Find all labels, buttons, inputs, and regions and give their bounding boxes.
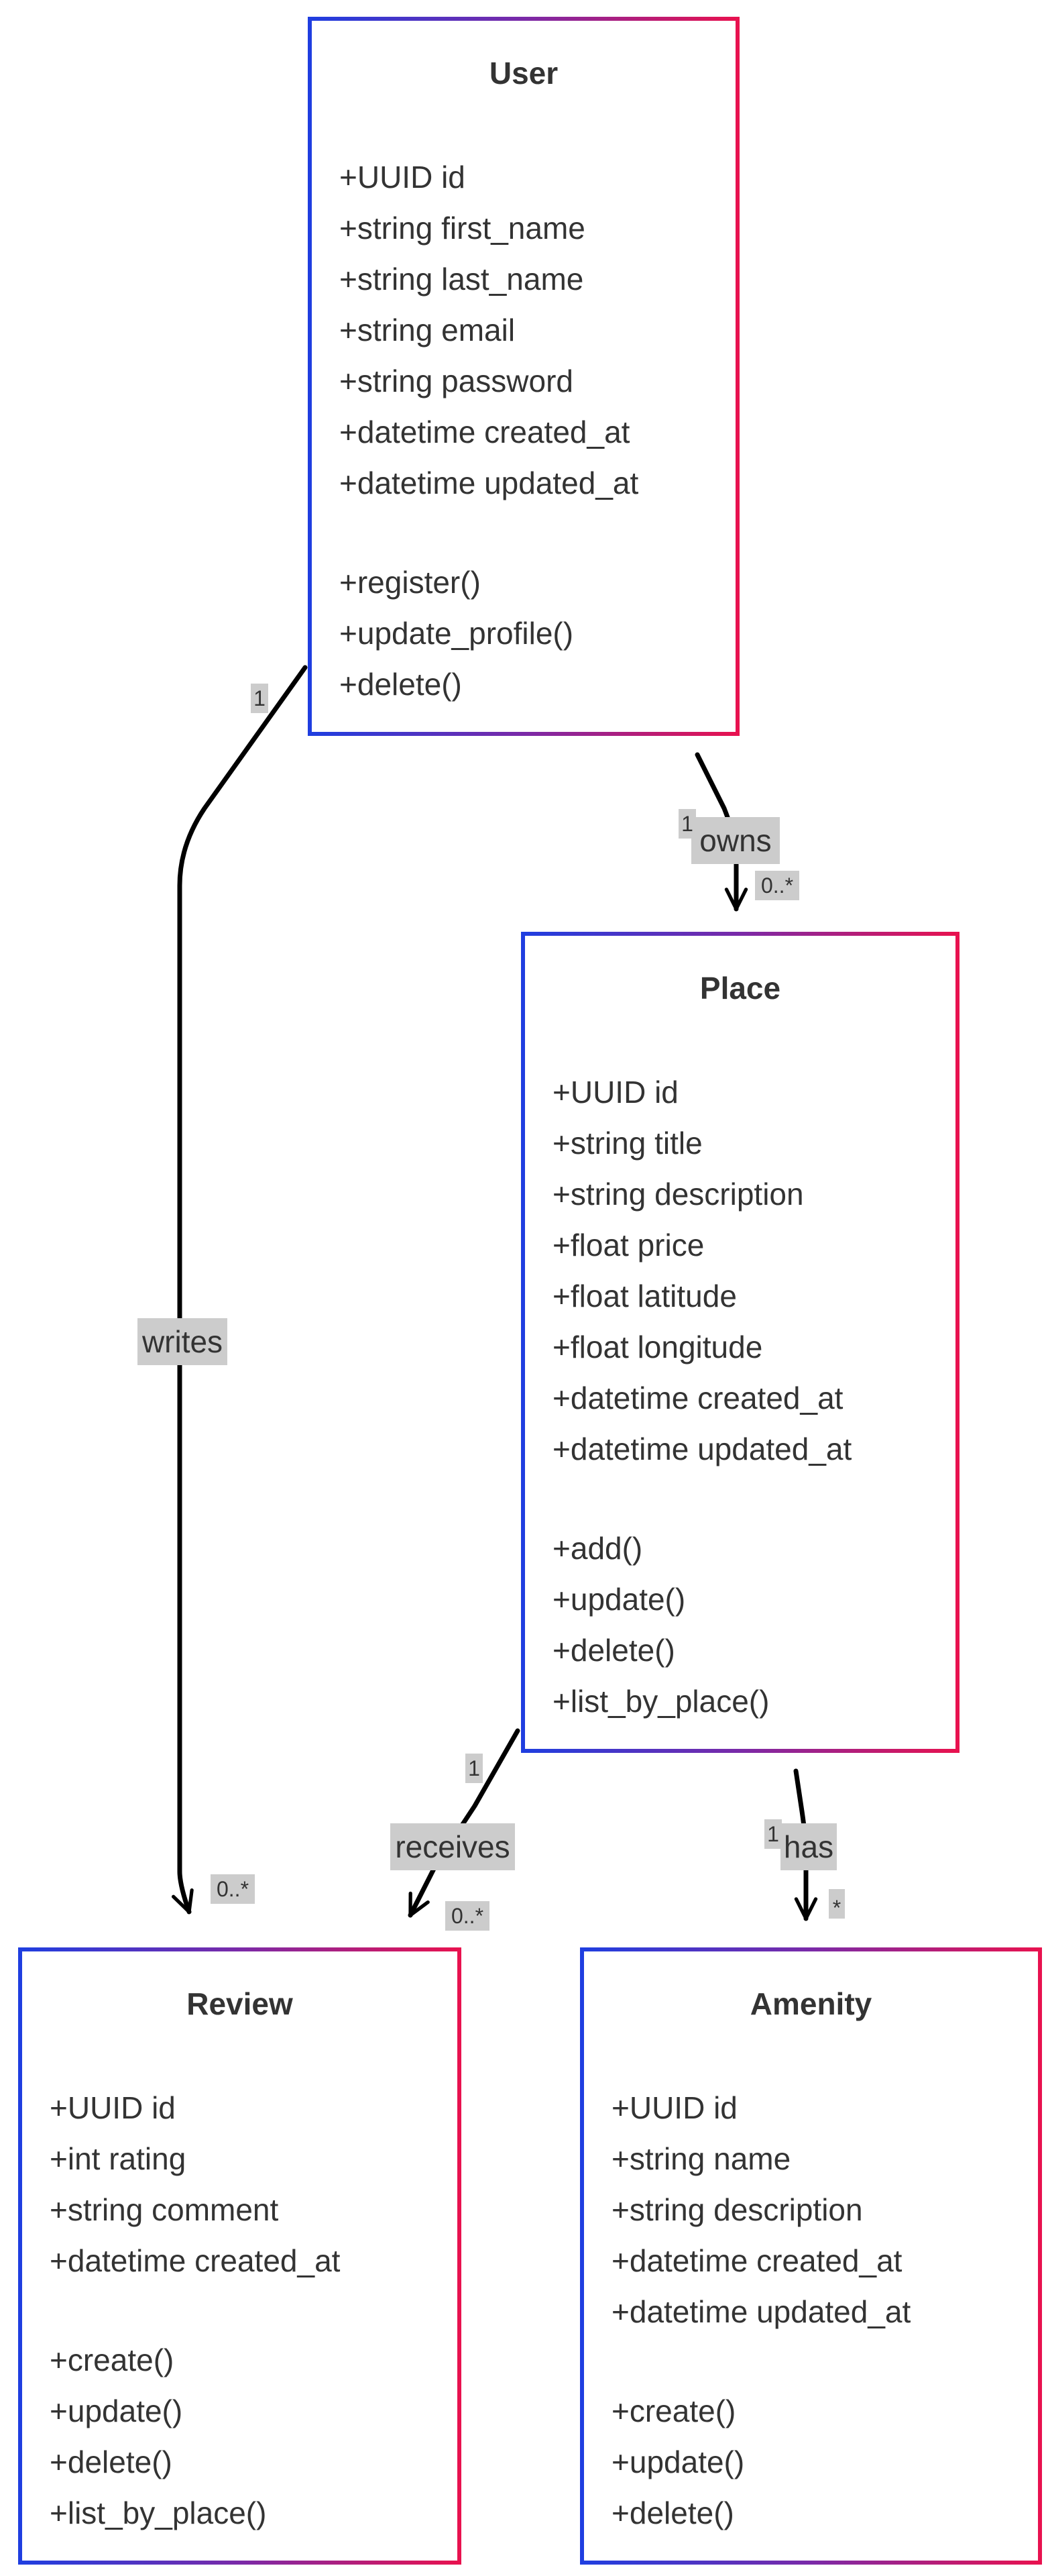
mult-bg-writes-to xyxy=(211,1874,255,1904)
label-receives: receives xyxy=(395,1829,510,1864)
class-method: +delete() xyxy=(612,2496,734,2530)
class-title-place: Place xyxy=(700,971,780,1006)
class-attribute: +int rating xyxy=(50,2141,186,2176)
label-has: has xyxy=(784,1829,833,1864)
mult-writes-from: 1 xyxy=(253,686,266,710)
mult-bg-owns-to xyxy=(755,871,799,900)
mult-owns-from: 1 xyxy=(681,812,693,836)
relation-receives: receives 1 0..* xyxy=(390,1728,520,1931)
class-attribute: +UUID id xyxy=(339,160,465,195)
class-box-user xyxy=(308,17,740,736)
class-method: +list_by_place() xyxy=(553,1684,769,1719)
class-title-user: User xyxy=(489,56,558,91)
class-method: +update_profile() xyxy=(339,616,573,651)
class-attribute: +float latitude xyxy=(553,1279,737,1313)
mult-bg-owns-from xyxy=(679,809,696,839)
class-attribute: +string comment xyxy=(50,2192,279,2227)
mult-bg-has-from xyxy=(764,1819,782,1849)
mult-owns-to: 0..* xyxy=(761,873,793,898)
class-attribute: +UUID id xyxy=(612,2090,738,2125)
class-attribute: +datetime created_at xyxy=(50,2243,341,2278)
class-title-review: Review xyxy=(186,1986,293,2021)
class-attribute: +string last_name xyxy=(339,262,583,297)
class-method: +list_by_place() xyxy=(50,2496,266,2530)
label-bg-receives xyxy=(390,1823,515,1870)
mult-bg-receives-to xyxy=(445,1901,489,1931)
class-attribute: +datetime created_at xyxy=(553,1381,844,1415)
class-amenity[interactable]: Amenity +UUID id +string name +string descr… xyxy=(580,1947,1042,2565)
class-method: +update() xyxy=(553,1582,685,1617)
relation-has: has 1 * xyxy=(764,1768,845,1921)
mult-receives-to: 0..* xyxy=(451,1904,483,1928)
class-method: +create() xyxy=(50,2343,174,2377)
class-attribute: +string first_name xyxy=(339,211,585,246)
class-attribute: +string name xyxy=(612,2141,791,2176)
class-attribute: +float longitude xyxy=(553,1330,762,1364)
class-attribute: +datetime created_at xyxy=(339,415,630,449)
class-title-amenity: Amenity xyxy=(750,1986,872,2021)
mult-bg-has-to xyxy=(829,1889,845,1919)
class-method: +update() xyxy=(612,2445,744,2479)
class-method: +delete() xyxy=(50,2445,172,2479)
class-attribute: +datetime updated_at xyxy=(553,1432,852,1466)
class-method: +register() xyxy=(339,565,481,600)
label-owns: owns xyxy=(699,823,771,858)
class-attribute: +string description xyxy=(612,2192,863,2227)
class-box-place xyxy=(521,932,960,1753)
class-user[interactable]: User +UUID id +string first_name +string la… xyxy=(308,17,740,736)
class-method: +add() xyxy=(553,1531,642,1566)
label-bg-owns xyxy=(691,817,780,864)
class-attribute: +datetime created_at xyxy=(612,2243,903,2278)
relation-owns: owns 1 0..* xyxy=(679,752,799,912)
class-attribute: +UUID id xyxy=(50,2090,176,2125)
mult-has-from: 1 xyxy=(767,1822,779,1846)
mult-writes-to: 0..* xyxy=(217,1877,249,1901)
class-attribute: +float price xyxy=(553,1228,704,1263)
class-method: +create() xyxy=(612,2394,736,2428)
class-attribute: +string email xyxy=(339,313,515,347)
mult-bg-writes-from xyxy=(251,684,268,713)
label-bg-writes xyxy=(137,1318,227,1365)
edge-writes xyxy=(171,665,308,1915)
class-attribute: +UUID id xyxy=(553,1075,679,1110)
edge-receives xyxy=(408,1728,520,1918)
relation-writes: writes 1 0..* xyxy=(137,665,308,1915)
class-attribute: +string password xyxy=(339,364,573,398)
class-method: +delete() xyxy=(553,1633,675,1668)
label-bg-has xyxy=(780,1823,837,1870)
class-box-amenity xyxy=(580,1947,1042,2565)
class-attribute: +string title xyxy=(553,1126,703,1161)
mult-receives-from: 1 xyxy=(468,1756,480,1780)
class-place[interactable]: Place +UUID id +string title +string descri… xyxy=(521,932,960,1753)
class-box-review xyxy=(18,1947,461,2565)
mult-bg-receives-from xyxy=(465,1754,483,1783)
class-attribute: +datetime updated_at xyxy=(339,466,639,500)
mult-has-to: * xyxy=(833,1896,841,1920)
class-attribute: +datetime updated_at xyxy=(612,2294,911,2329)
class-method: +update() xyxy=(50,2394,182,2428)
class-attribute: +string description xyxy=(553,1177,804,1212)
class-method: +delete() xyxy=(339,667,462,702)
class-review[interactable]: Review +UUID id +int rating +string comment… xyxy=(18,1947,461,2565)
label-writes: writes xyxy=(141,1324,223,1359)
